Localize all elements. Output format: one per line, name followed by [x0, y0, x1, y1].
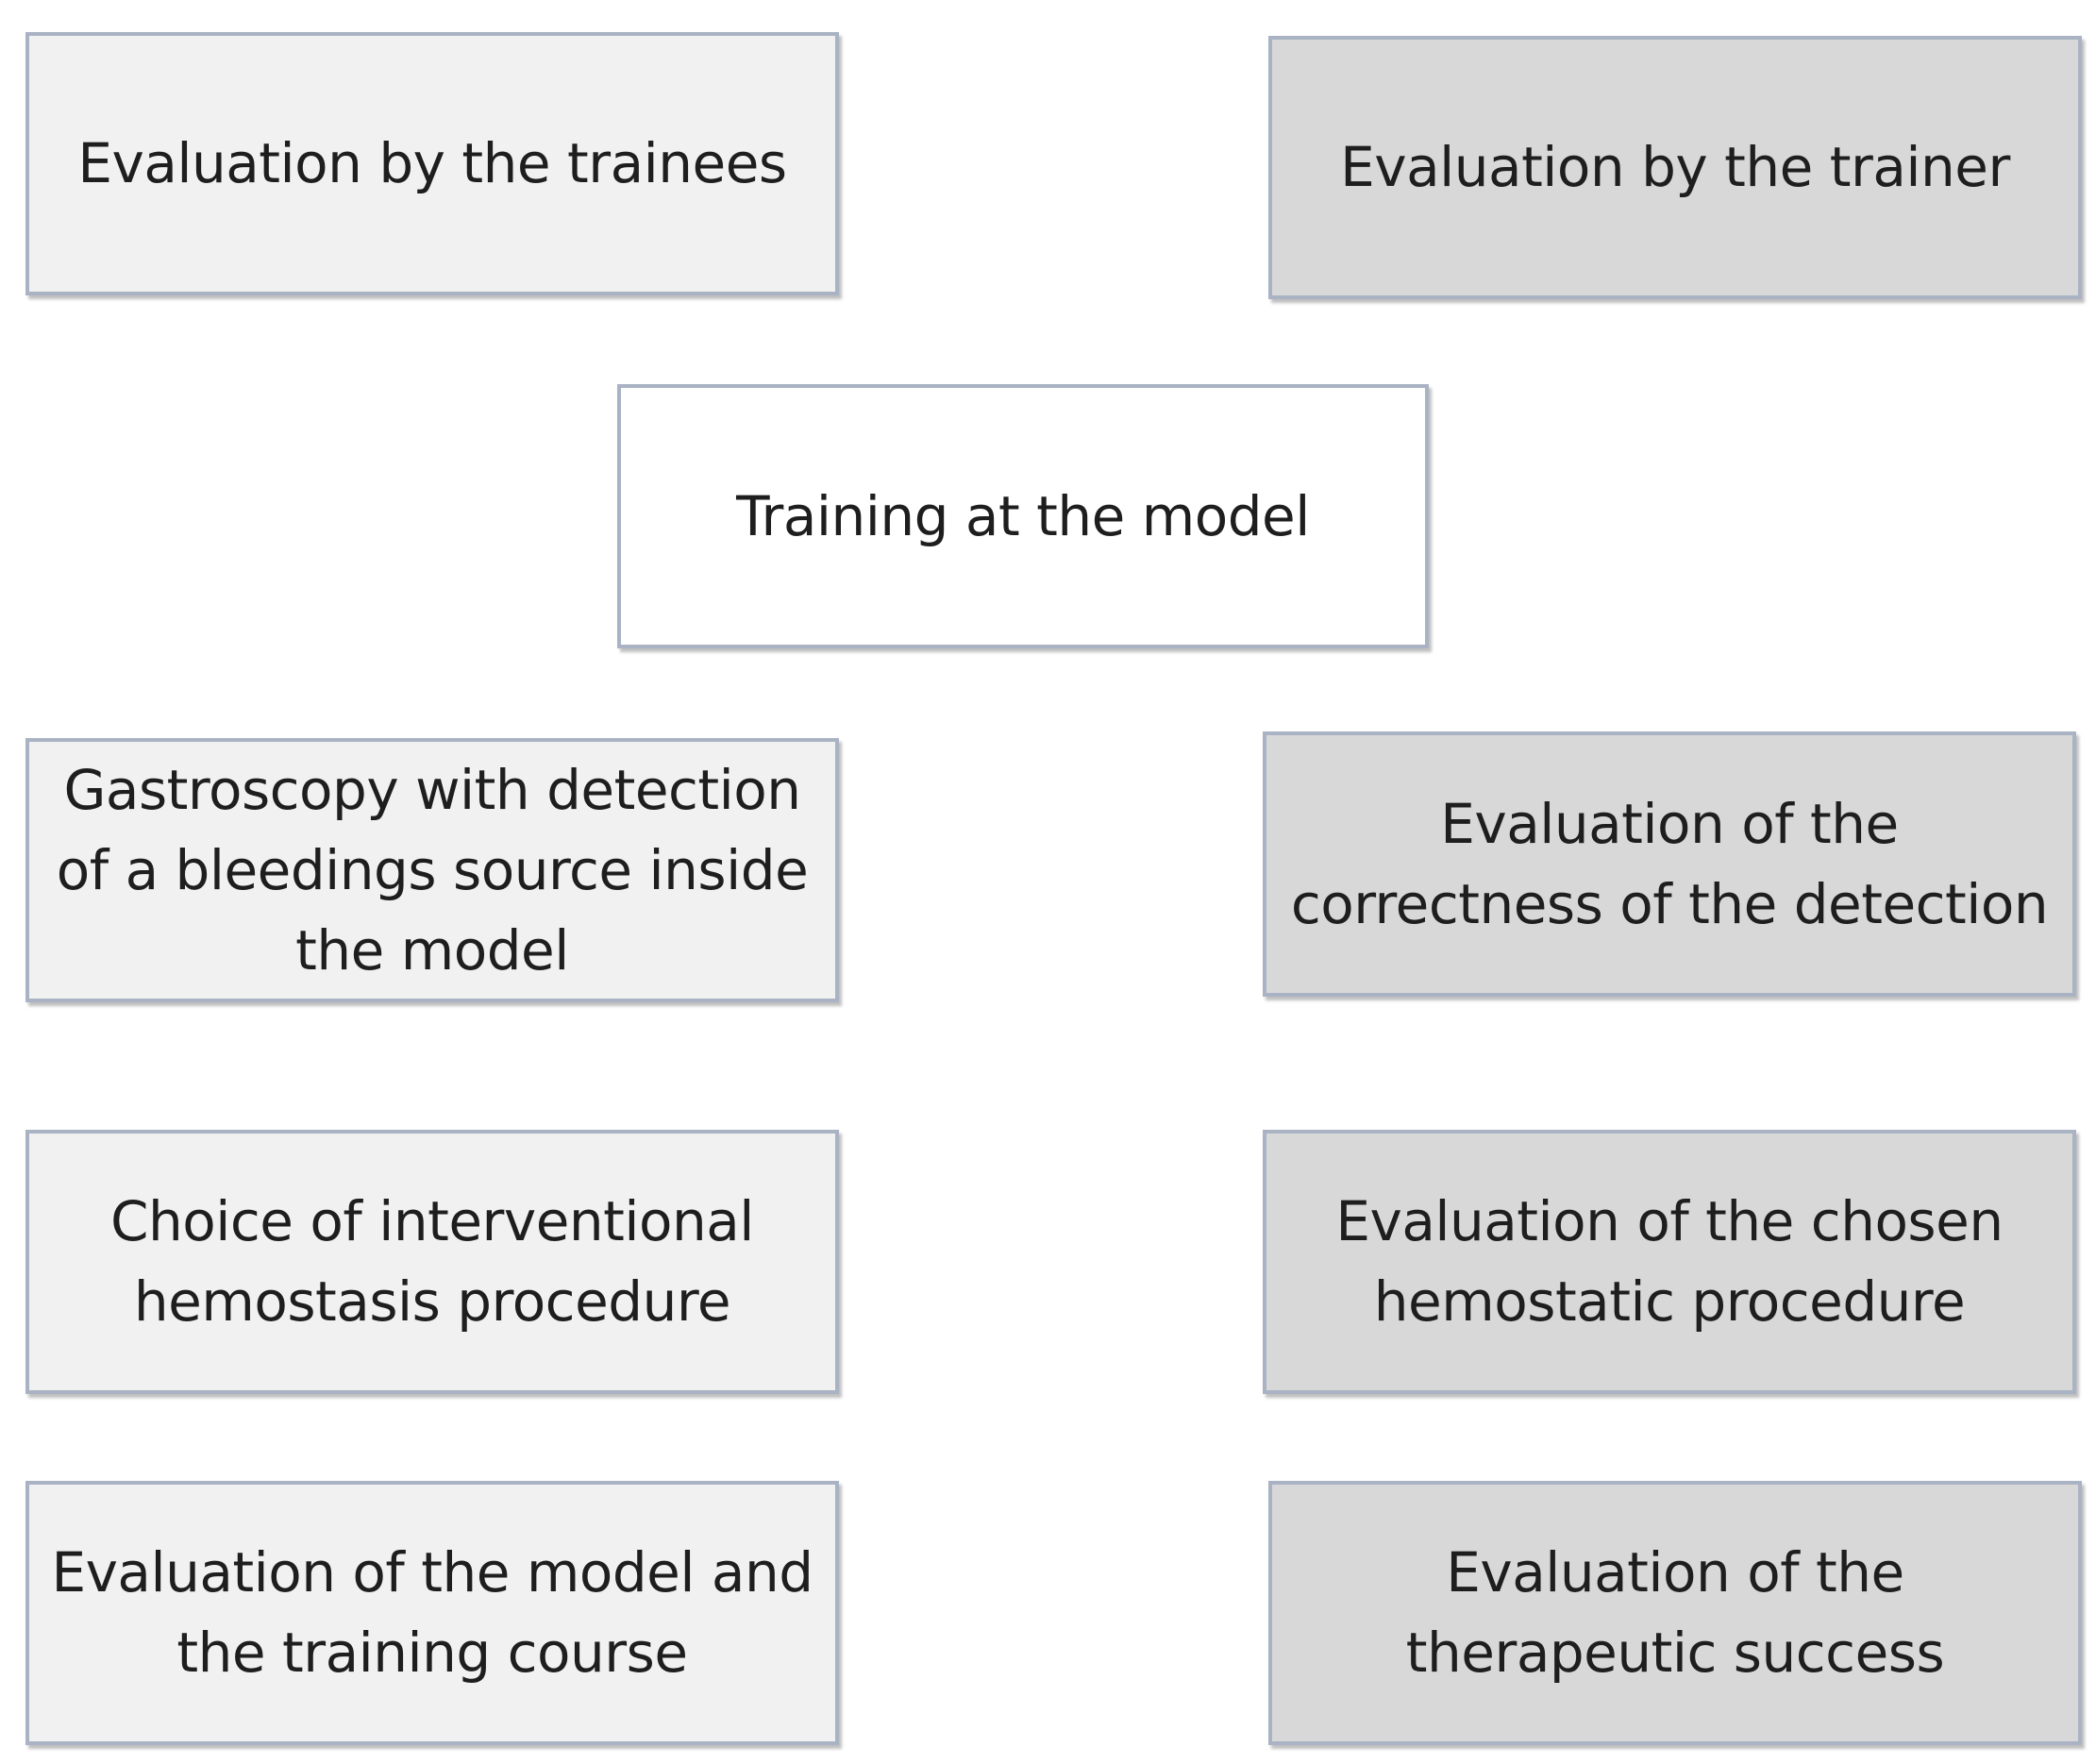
hemostasis-choice-label: Choice of interventional hemostasis proc… — [110, 1189, 754, 1334]
hemostasis-choice-box: Choice of interventional hemostasis proc… — [25, 1130, 839, 1394]
detection-evaluation-box: Evaluation of the correctness of the det… — [1263, 731, 2076, 997]
training-center-box: Training at the model — [617, 384, 1429, 648]
detection-evaluation-label: Evaluation of the correctness of the det… — [1290, 791, 2049, 936]
trainees-header-box: Evaluation by the trainees — [25, 32, 839, 295]
model-evaluation-box: Evaluation of the model and the training… — [25, 1481, 839, 1745]
trainer-header-box: Evaluation by the trainer — [1268, 36, 2082, 299]
success-evaluation-box: Evaluation of the therapeutic success — [1268, 1481, 2082, 1745]
trainees-header-label: Evaluation by the trainees — [77, 131, 787, 195]
model-evaluation-label: Evaluation of the model and the training… — [51, 1540, 813, 1685]
trainer-header-label: Evaluation by the trainer — [1340, 135, 2010, 199]
procedure-evaluation-label: Evaluation of the chosen hemostatic proc… — [1335, 1189, 2004, 1334]
training-center-label: Training at the model — [736, 483, 1310, 548]
gastroscopy-step-label: Gastroscopy with detection of a bleeding… — [56, 757, 809, 983]
procedure-evaluation-box: Evaluation of the chosen hemostatic proc… — [1263, 1130, 2076, 1394]
success-evaluation-label: Evaluation of the therapeutic success — [1405, 1540, 1945, 1685]
gastroscopy-step-box: Gastroscopy with detection of a bleeding… — [25, 738, 839, 1002]
